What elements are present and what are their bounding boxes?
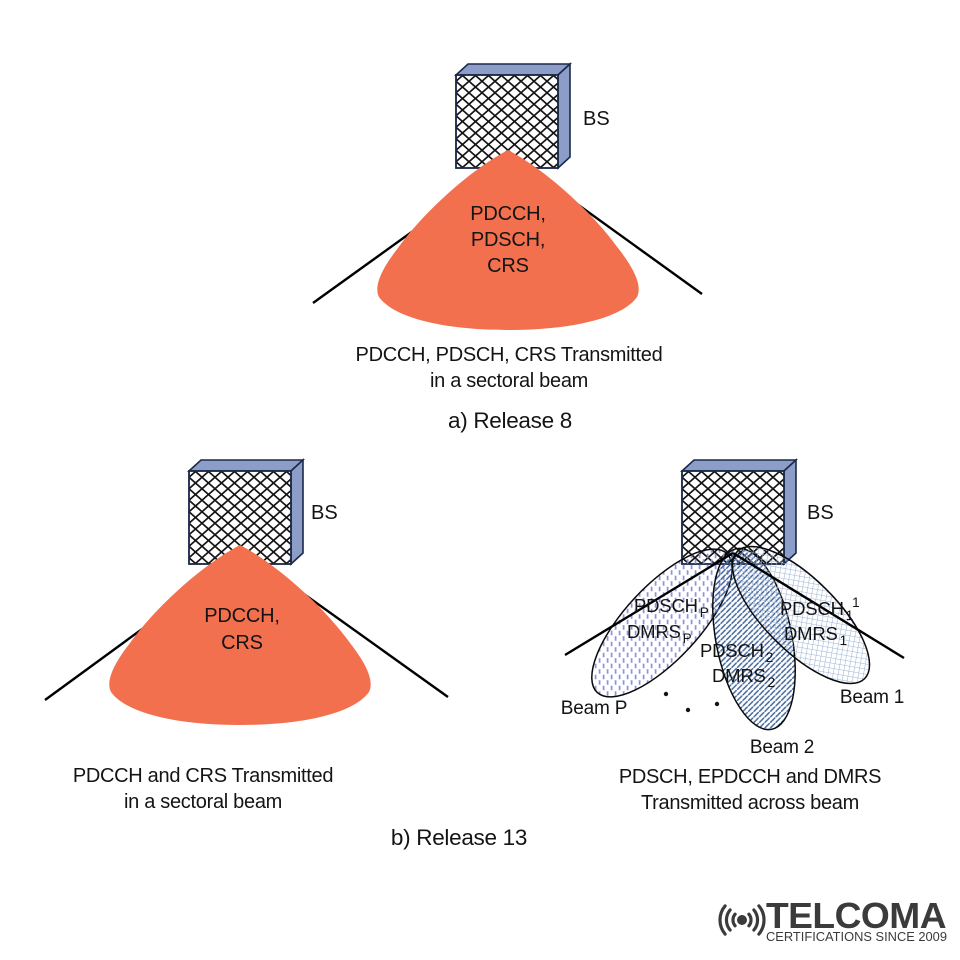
- brand-name: TELCOMA: [766, 895, 947, 936]
- sectoral-beam-b-left: [109, 545, 371, 725]
- caption-b-right-line1: PDSCH, EPDCCH and DMRS: [619, 766, 881, 788]
- caption-b-left-line1: PDCCH and CRS Transmitted: [73, 765, 333, 787]
- beam-1-lobe: [731, 545, 871, 685]
- telcoma-logo: TELCOMA CERTIFICATIONS SINCE 2009: [718, 895, 947, 944]
- caption-a-line1: PDCCH, PDSCH, CRS Transmitted: [356, 344, 663, 366]
- sectoral-beam-a: [377, 150, 639, 330]
- beam-channels-a-line3: CRS: [487, 255, 529, 277]
- radio-waves-icon: [718, 904, 766, 936]
- beam-channels-a-line1: PDCCH,: [470, 203, 545, 225]
- beam-2-name: Beam 2: [750, 737, 814, 758]
- beam-channels-b-left-line2: CRS: [221, 632, 263, 654]
- caption-b-right-line2: Transmitted across beam: [641, 792, 859, 814]
- bs-antenna-a: [455, 63, 571, 169]
- figure-a: BS PDCCH, PDSCH, CRS PDCCH, PDSCH, CRS T…: [312, 63, 703, 433]
- beam-1-name: Beam 1: [840, 687, 904, 708]
- caption-b-left-line2: in a sectoral beam: [124, 791, 282, 813]
- figure-b-left: BS PDCCH, CRS PDCCH and CRS Transmitted …: [44, 459, 449, 813]
- bs-label-b-right: BS: [807, 502, 834, 524]
- bs-label-b-left: BS: [311, 502, 338, 524]
- beam-channels-b-left-line1: PDCCH,: [204, 605, 279, 627]
- more-beams-ellipsis: [663, 691, 720, 713]
- beam-channels-a-line2: PDSCH,: [471, 229, 545, 251]
- brand-tagline: CERTIFICATIONS SINCE 2009: [766, 930, 947, 944]
- figure-b-title: b) Release 13: [391, 825, 527, 850]
- figure-a-title: a) Release 8: [448, 408, 572, 433]
- sector-boundary-lines-b-right: [564, 551, 905, 660]
- beam-p-name: Beam P: [561, 698, 627, 719]
- caption-a-line2: in a sectoral beam: [430, 370, 588, 392]
- bs-label-a: BS: [583, 108, 610, 130]
